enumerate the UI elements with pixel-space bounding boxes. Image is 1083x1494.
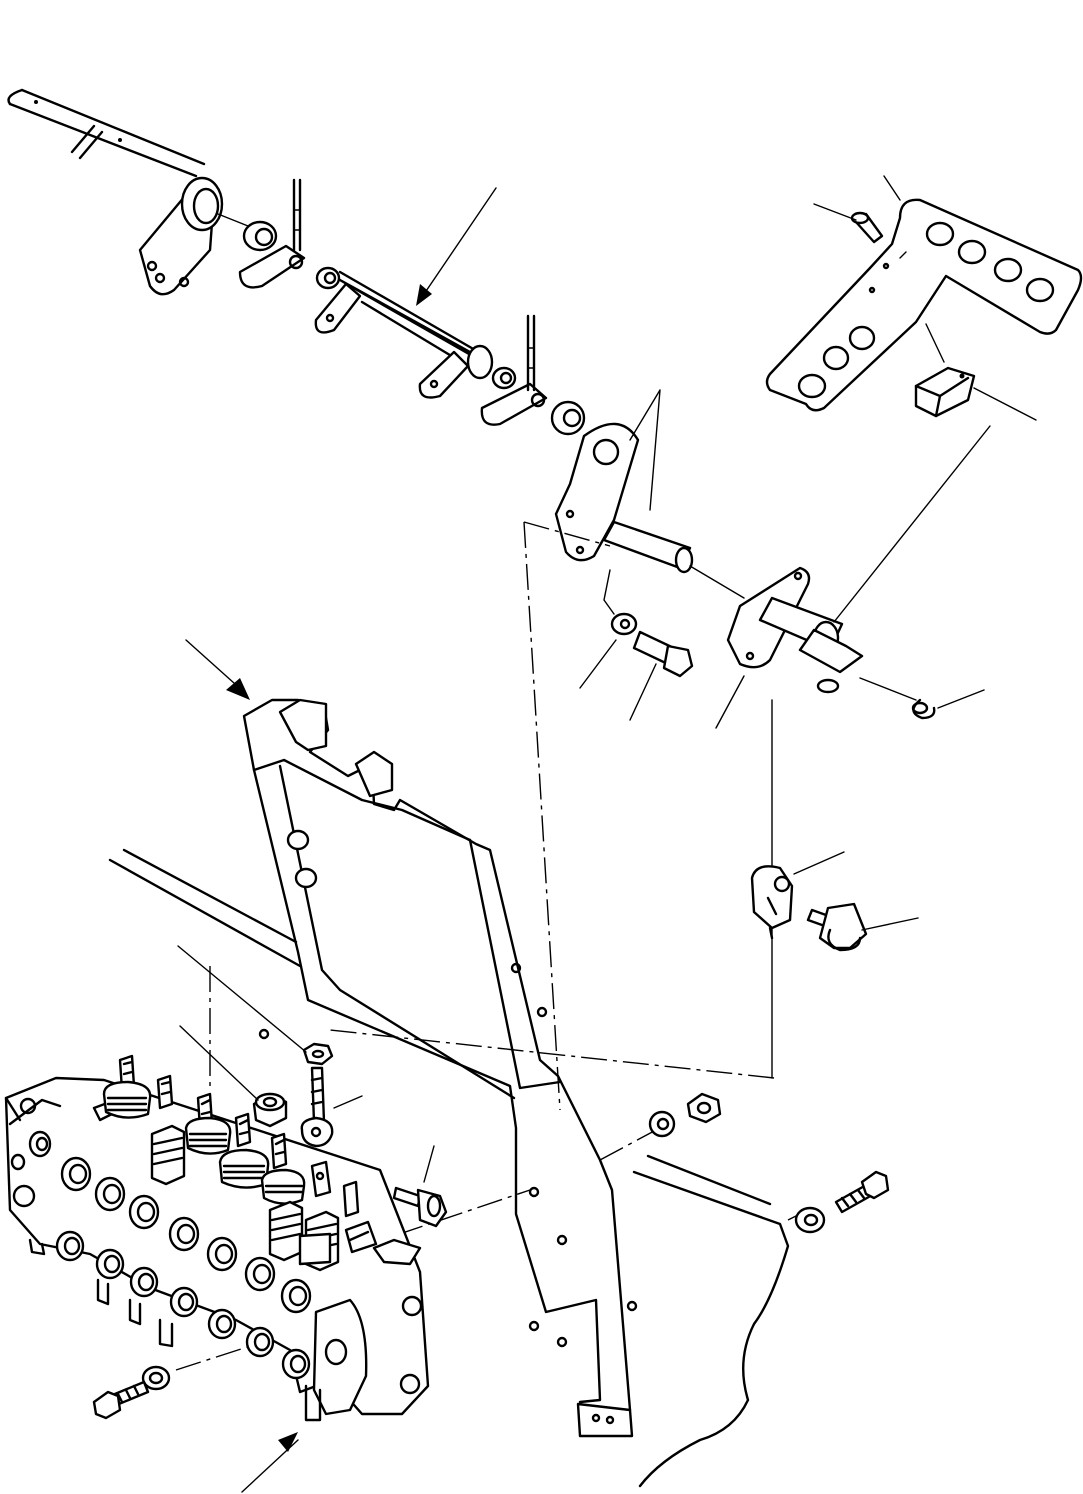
bracket-nut-washer (648, 1092, 722, 1138)
pedal-screw (850, 211, 884, 244)
crank-arm-with-shaft (554, 422, 694, 574)
valve-bolt-washer (92, 1365, 171, 1420)
clevis-pin (806, 902, 868, 952)
rod-end (7, 88, 206, 178)
bracket-bolt (392, 1186, 448, 1228)
snap-ring (911, 698, 936, 720)
floor-panel-edge (108, 848, 790, 1488)
pivot-lever-arm (726, 566, 864, 694)
lock-nut (302, 1042, 334, 1066)
upper-bushings (242, 220, 586, 436)
spacer (252, 1092, 288, 1128)
pedal-block (914, 366, 976, 418)
assembly-leader-lines (175, 521, 801, 1371)
pedal-plate (765, 198, 1083, 412)
rod-eye-bolt (300, 1066, 334, 1148)
control-valve-block (4, 1054, 430, 1422)
upper-shaft-tube (314, 270, 494, 399)
mounting-bracket (242, 698, 638, 1438)
washer-and-bolt (610, 612, 694, 678)
upper-pins (238, 178, 548, 426)
clevis-yoke (750, 865, 794, 940)
upper-lever-plate (138, 176, 224, 296)
frame-bolt-washer (794, 1170, 890, 1234)
